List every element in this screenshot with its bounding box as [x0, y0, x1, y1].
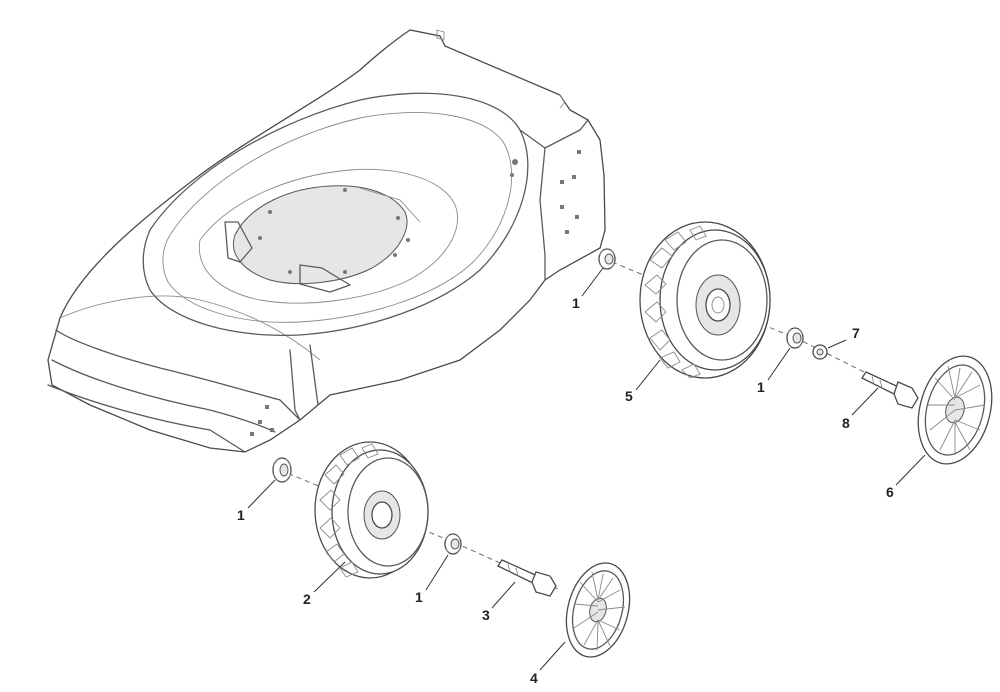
front-wheel [314, 441, 429, 579]
rear-axle-bolt [861, 371, 919, 409]
mower-deck [47, 29, 606, 453]
callout-6: 6 [886, 484, 894, 500]
front-hub-cap [565, 562, 631, 658]
callout-1-front-outer: 1 [415, 589, 423, 605]
callout-4: 4 [530, 670, 538, 686]
callout-7: 7 [852, 325, 860, 341]
bearing-front-inner [272, 457, 292, 483]
callouts: 1 1 1 1 2 3 4 5 6 7 8 [237, 295, 894, 686]
rear-wheel [639, 221, 771, 379]
callout-1-rear-inner: 1 [572, 295, 580, 311]
bearing-rear-outer [786, 327, 804, 349]
rear-hub-cap [917, 355, 993, 465]
front-axle-bolt [497, 559, 557, 597]
callout-1-rear-outer: 1 [757, 379, 765, 395]
callout-5: 5 [625, 388, 633, 404]
bearing-front-outer [444, 533, 462, 555]
callout-8: 8 [842, 415, 850, 431]
bearing-rear-inner [598, 248, 616, 270]
callout-1-front-inner: 1 [237, 507, 245, 523]
leader-lines [247, 267, 926, 671]
callout-3: 3 [482, 607, 490, 623]
callout-2: 2 [303, 591, 311, 607]
washer [812, 344, 828, 360]
